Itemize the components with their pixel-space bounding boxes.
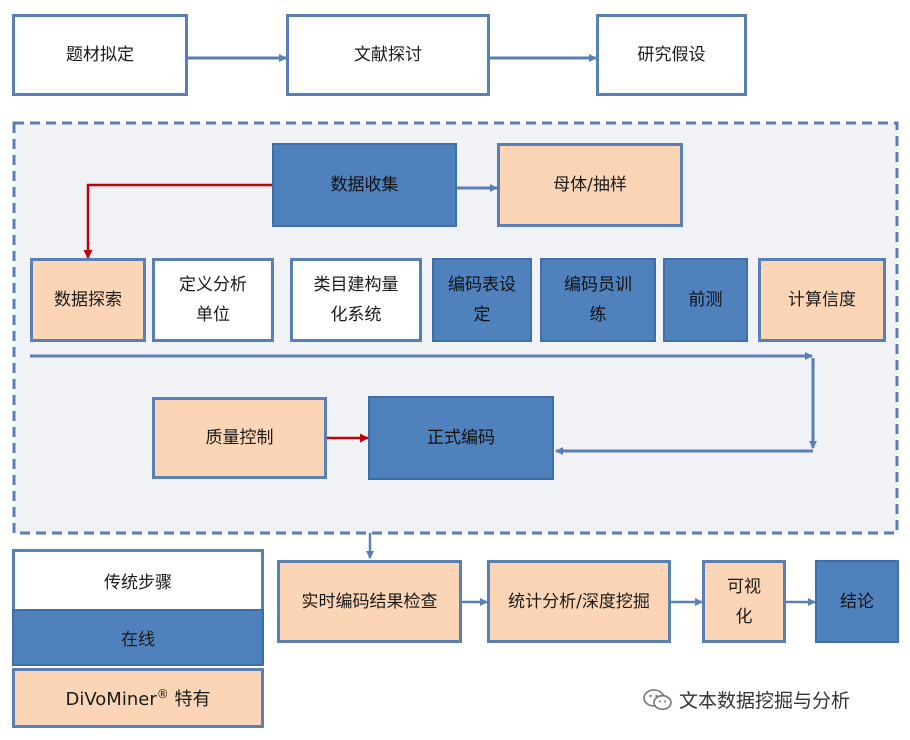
node-literature-label: 文献探讨 — [354, 45, 422, 65]
node-quality-label: 质量控制 — [205, 428, 274, 448]
node-sampling: 母体/抽样 — [497, 143, 683, 227]
legend-online-label: 在线 — [121, 630, 155, 650]
watermark: 文本数据挖掘与分析 — [643, 686, 850, 713]
node-collect-label: 数据收集 — [330, 175, 399, 195]
node-formal: 正式编码 — [368, 396, 554, 480]
node-pretest-label: 前测 — [688, 290, 723, 310]
node-reliability: 计算信度 — [758, 258, 886, 342]
node-training-label: 编码员训练 — [564, 275, 632, 325]
node-realtime-label: 实时编码结果检查 — [301, 591, 438, 612]
node-pretest: 前测 — [663, 258, 748, 342]
node-stats-label: 统计分析/深度挖掘 — [508, 591, 650, 612]
node-formal-label: 正式编码 — [427, 428, 495, 448]
node-collect: 数据收集 — [272, 143, 457, 227]
legend-divominer: DiVoMiner® 特有 — [12, 668, 264, 728]
legend-traditional-label: 传统步骤 — [104, 573, 172, 593]
node-explore: 数据探索 — [30, 258, 146, 342]
node-visual: 可视化 — [702, 560, 786, 643]
node-explore-label: 数据探索 — [54, 290, 122, 310]
watermark-text: 文本数据挖掘与分析 — [679, 690, 851, 712]
registered-mark: ® — [156, 687, 169, 701]
node-topic-label: 题材拟定 — [66, 45, 134, 65]
node-visual-label: 可视化 — [727, 576, 761, 627]
node-quality: 质量控制 — [152, 397, 327, 479]
node-unit-label: 定义分析单位 — [179, 275, 247, 325]
node-hypothesis-label: 研究假设 — [637, 45, 706, 65]
legend-traditional: 传统步骤 — [12, 549, 264, 609]
arrow-collect-explore — [83, 183, 272, 259]
node-category: 类目建构量化系统 — [290, 258, 422, 342]
node-literature: 文献探讨 — [286, 14, 490, 96]
node-reliability-label: 计算信度 — [788, 290, 856, 310]
node-sampling-label: 母体/抽样 — [553, 175, 627, 195]
wechat-icon — [643, 688, 672, 710]
node-conclusion: 结论 — [815, 560, 899, 643]
node-realtime: 实时编码结果检查 — [277, 560, 462, 643]
node-training: 编码员训练 — [540, 258, 656, 342]
legend-divominer-name: DiVoMiner — [65, 689, 157, 710]
node-codebook: 编码表设定 — [432, 258, 532, 342]
legend-divominer-label: DiVoMiner® 特有 — [66, 685, 211, 711]
legend-online: 在线 — [12, 609, 264, 666]
legend-divominer-suffix: 特有 — [174, 689, 211, 710]
node-unit: 定义分析单位 — [152, 258, 274, 342]
node-conclusion-label: 结论 — [840, 591, 874, 612]
node-topic: 题材拟定 — [12, 14, 188, 96]
node-stats: 统计分析/深度挖掘 — [487, 560, 671, 643]
node-codebook-label: 编码表设定 — [448, 275, 516, 325]
node-category-label: 类目建构量化系统 — [313, 275, 399, 325]
node-hypothesis: 研究假设 — [596, 14, 747, 96]
